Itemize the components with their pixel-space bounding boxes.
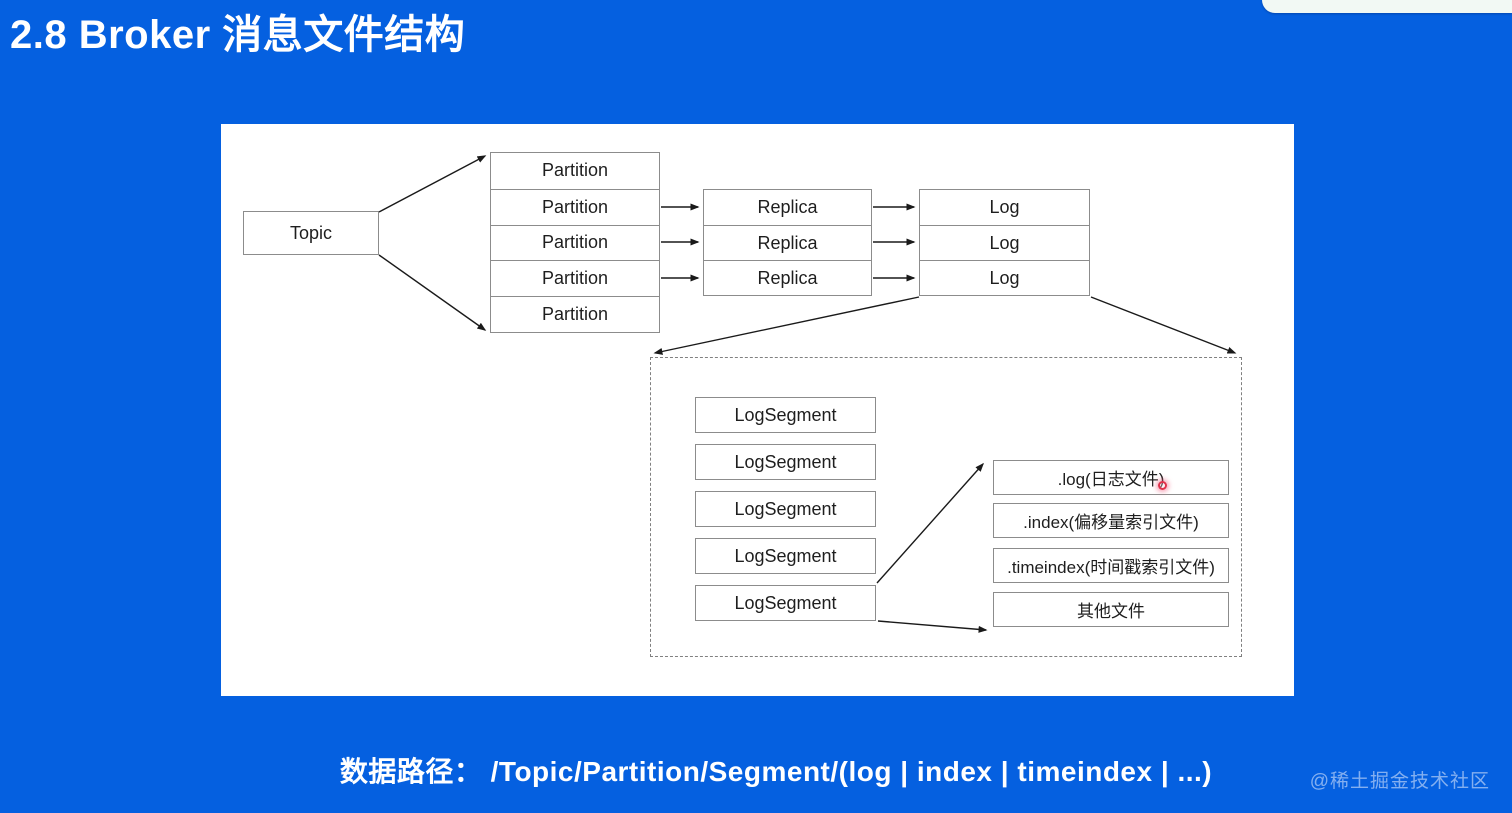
log-row: Log — [989, 197, 1020, 217]
slide-title: 2.8 Broker 消息文件结构 — [10, 13, 466, 57]
watermark: @稀土掘金技术社区 — [1309, 771, 1490, 792]
log-stack: Log Log Log — [919, 189, 1090, 296]
log-row: Log — [920, 225, 1089, 260]
file-box-log: .log(日志文件) — [993, 460, 1229, 495]
partition-stack: Partition Partition Partition Partition … — [490, 152, 660, 333]
topic-to-partition-arrow-bottom — [378, 254, 487, 331]
logsegment-box: LogSegment — [695, 397, 876, 433]
partition-row: Partition — [491, 260, 659, 296]
partition-row: Partition — [491, 224, 659, 261]
logsegment-box: LogSegment — [695, 585, 876, 621]
log-to-dashedbox-arrow-left — [653, 296, 920, 355]
replica-stack: Replica Replica Replica — [703, 189, 872, 296]
data-path-text: 数据路径： /Topic/Partition/Segment/(log | in… — [339, 756, 1213, 787]
replica-row: Replica — [757, 197, 818, 217]
diagram-panel: Topic Partition Partition Partition Part… — [221, 124, 1294, 696]
partition-row: Partition — [491, 188, 659, 225]
log-to-dashedbox-arrow-right — [1090, 296, 1237, 354]
file-box-index: .index(偏移量索引文件) — [993, 503, 1229, 538]
file-box-timeindex: .timeindex(时间戳索引文件) — [993, 548, 1229, 583]
topic-label: Topic — [289, 222, 333, 243]
replica-row: Replica — [704, 225, 871, 260]
logsegment-box: LogSegment — [695, 538, 876, 574]
file-box-other: 其他文件 — [993, 592, 1229, 627]
topic-to-partition-arrow-top — [378, 155, 487, 213]
red-cursor-indicator — [1158, 481, 1167, 490]
replica-row: Replica — [704, 260, 871, 295]
logsegment-box: LogSegment — [695, 491, 876, 527]
partition-row: Partition — [491, 296, 659, 332]
top-right-cutoff-card — [1262, 0, 1512, 13]
logsegment-box: LogSegment — [695, 444, 876, 480]
log-row: Log — [920, 260, 1089, 295]
partition-row: Partition — [541, 160, 609, 181]
topic-box: Topic — [243, 211, 379, 255]
